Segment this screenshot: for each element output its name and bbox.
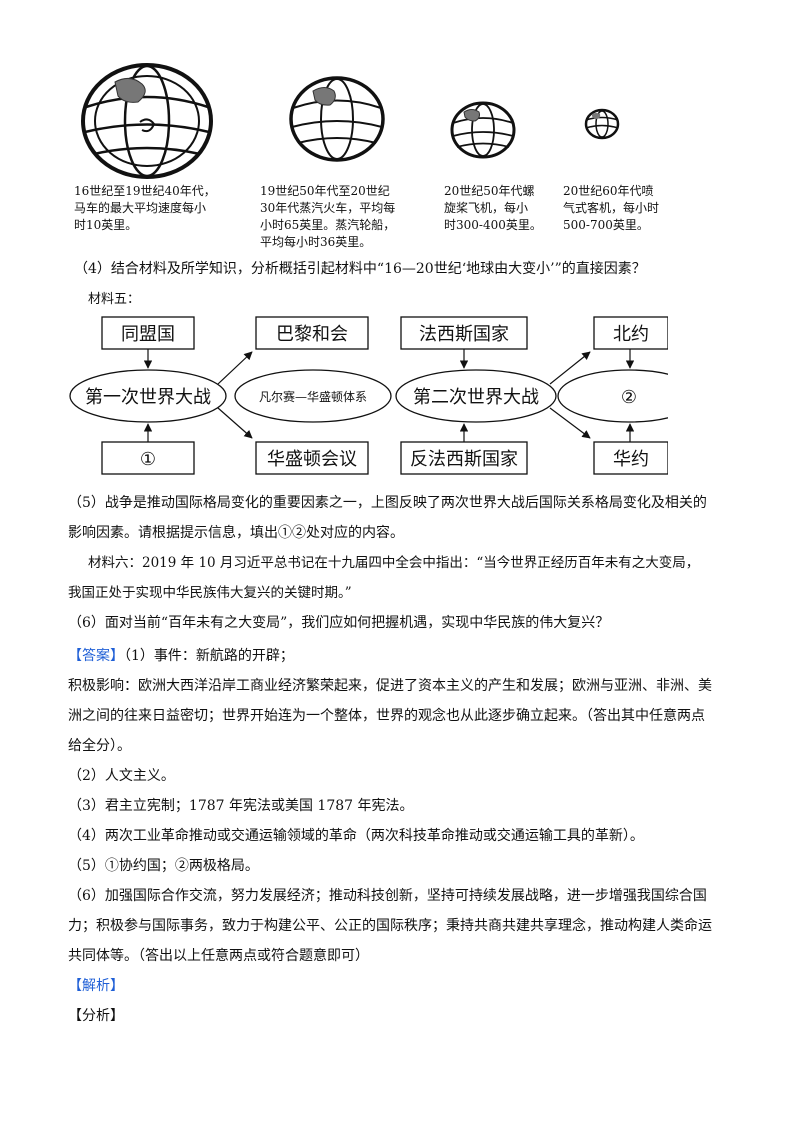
globe-icon-tiny [584, 108, 620, 140]
fenxi-tag: 【分析】 [68, 1008, 124, 1024]
globe-icon-medium [289, 76, 385, 162]
svg-text:①: ① [140, 449, 156, 470]
answer-1-line-3: 洲之间的往来日益密切；世界开始连为一个整体，世界的观念也从此逐步确立起来。（答出… [68, 708, 705, 724]
answer-3: （3）君主立宪制；1787 年宪法或美国 1787 年宪法。 [68, 798, 414, 814]
answer-6-line-2: 力；积极参与国际事务，致力于构建公平、公正的国际秩序；秉持共商共建共享理念，推动… [68, 918, 712, 934]
svg-text:第一次世界大战: 第一次世界大战 [85, 387, 211, 408]
svg-text:巴黎和会: 巴黎和会 [276, 324, 348, 345]
ellipse-blank-2 [557, 369, 668, 423]
answer-tag: 【答案】 [68, 648, 124, 664]
globe-icon-small [450, 101, 516, 159]
globe-icon-large [81, 63, 213, 179]
ellipse-ww2 [395, 369, 557, 423]
answer-1-line-4: 给全分）。 [68, 738, 131, 754]
question-5-line-1: （5）战争是推动国际格局变化的重要因素之一，上图反映了两次世界大战后国际关系格局… [68, 495, 707, 511]
svg-text:第二次世界大战: 第二次世界大战 [413, 387, 539, 408]
caption-carriage: 16世纪至19世纪40年代， 马车的最大平均速度每小 时10英里。 [74, 184, 216, 232]
box-bali [255, 316, 369, 350]
svg-text:法西斯国家: 法西斯国家 [419, 324, 509, 345]
analysis-tag: 【解析】 [68, 978, 124, 994]
svg-text:华盛顿会议: 华盛顿会议 [267, 449, 357, 470]
question-6: （6）面对当前“百年未有之大变局”，我们应如何把握机遇，实现中华民族的伟大复兴？ [68, 615, 610, 631]
ellipse-ww1 [69, 369, 227, 423]
material-6-line-1: 材料六：2019 年 10 月习近平总书记在十九届四中全会中指出：“当今世界正经… [88, 555, 700, 571]
svg-text:反法西斯国家: 反法西斯国家 [410, 449, 518, 470]
svg-text:②: ② [621, 387, 637, 408]
caption-jet: 20世纪60年代喷 气式客机，每小时 500-700英里。 [563, 184, 660, 232]
box-blank-1 [101, 441, 195, 475]
answer-1-line-2: 积极影响：欧洲大西洋沿岸工商业经济繁荣起来，促进了资本主义的产生和发展；欧洲与亚… [68, 678, 712, 694]
svg-text:凡尔赛—华盛顿体系: 凡尔赛—华盛顿体系 [259, 389, 367, 404]
ellipse-versailles [234, 369, 392, 423]
question-4: （4）结合材料及所学知识，分析概括引起材料中“16—20世纪‘地球由大变小’”的… [74, 261, 646, 277]
svg-text:同盟国: 同盟国 [121, 324, 175, 345]
svg-text:北约: 北约 [613, 324, 649, 345]
caption-propeller: 20世纪50年代螺 旋桨飞机，每小 时300-400英里。 [444, 184, 542, 232]
question-5-line-2: 影响因素。请根据提示信息，填出①②处对应的内容。 [68, 525, 404, 541]
svg-text:华约: 华约 [613, 449, 649, 470]
answer-6-line-3: 共同体等。（答出以上任意两点或符合题意即可） [68, 948, 369, 964]
answer-6-line-1: （6）加强国际合作交流，努力发展经济；推动科技创新，坚持可持续发展战略，进一步增… [68, 888, 707, 904]
answer-line-1: 【答案】（1）事件：新航路的开辟； [68, 648, 294, 664]
box-huayue [593, 441, 668, 475]
caption-steam: 19世纪50年代至20世纪 30年代蒸汽火车，平均每 小时65英里。蒸汽轮船， … [260, 184, 396, 249]
answer-5: （5）①协约国；②两极格局。 [68, 858, 259, 874]
box-tongmeng [101, 316, 195, 350]
box-beiyue [593, 316, 668, 350]
material-5-label: 材料五： [88, 292, 141, 307]
box-fanfaxisi [400, 441, 528, 475]
war-relations-diagram: 同盟国 巴黎和会 法西斯国家 北约 第一次世界大战 凡尔赛—华盛顿体系 第二次世… [69, 316, 668, 475]
answer-4: （4）两次工业革命推动或交通运输领域的革命（两次科技革命推动或交通运输工具的革新… [68, 828, 644, 844]
material-6-line-2: 我国正处于实现中华民族伟大复兴的关键时期。” [68, 585, 352, 601]
answer-2: （2）人文主义。 [68, 768, 175, 784]
box-huashengdun [255, 441, 369, 475]
